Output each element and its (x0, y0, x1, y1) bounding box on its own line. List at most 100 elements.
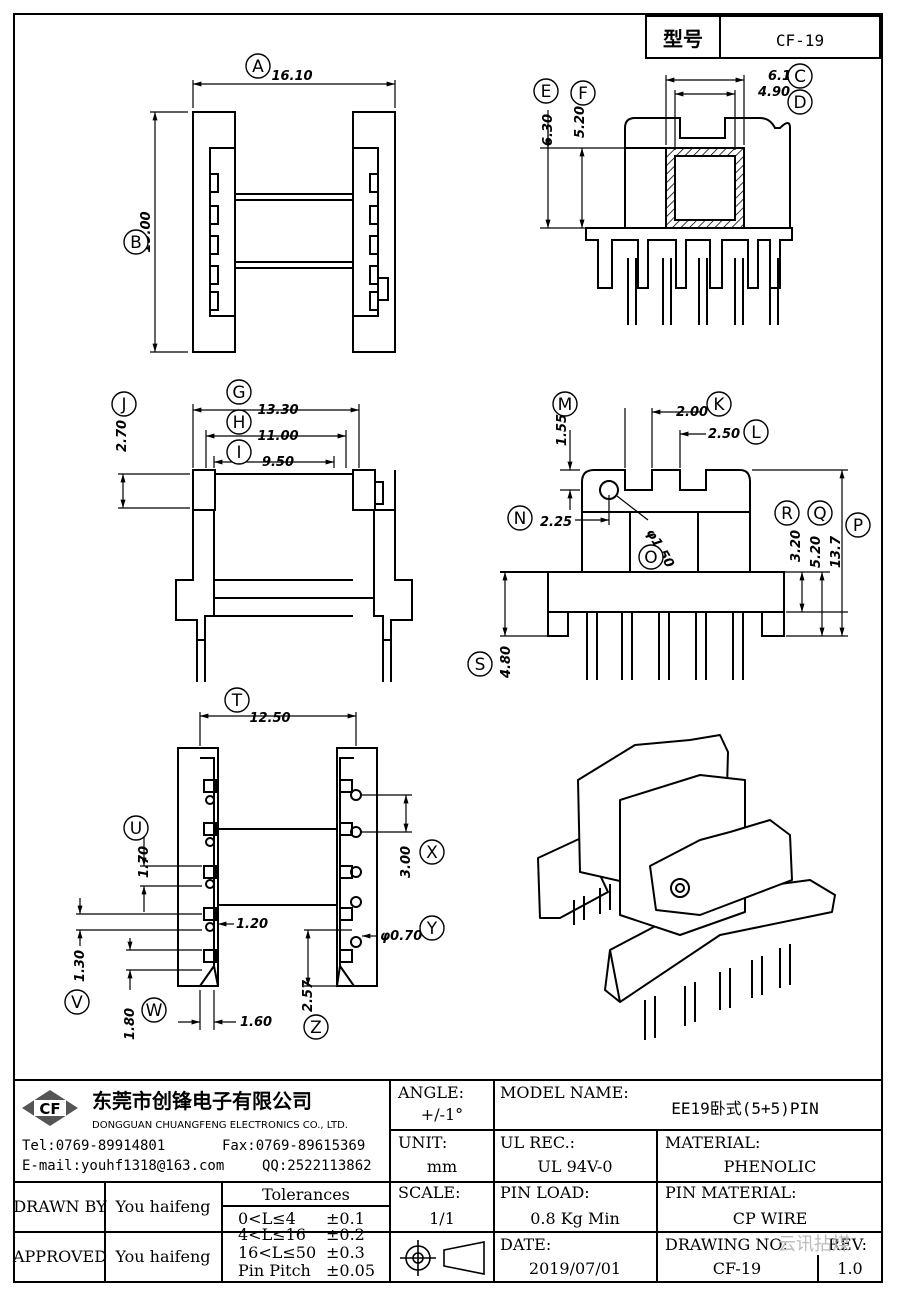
model-value: CF-19 (776, 31, 824, 50)
dims-bottom (76, 712, 412, 1030)
bubble-H: H (226, 409, 252, 435)
tol-range-2: 16<L≤50 (238, 1243, 316, 1262)
pin-material-value: CP WIRE (733, 1209, 808, 1228)
approved-label: APPROVED (12, 1247, 107, 1266)
unit-value: mm (427, 1157, 457, 1176)
tol-value-3: ±0.05 (326, 1261, 375, 1280)
svg-text:D: D (793, 93, 806, 113)
bubble-U: U (123, 815, 149, 841)
tol-value-1: ±0.2 (326, 1225, 365, 1244)
angle-label: ANGLE: (397, 1083, 464, 1102)
dim-X-value: 3.00 (399, 846, 414, 878)
svg-text:A: A (252, 57, 264, 77)
svg-text:N: N (514, 509, 527, 529)
drawn-by-label: DRAWN BY (13, 1197, 107, 1216)
dim-Y-value: φ0.70 (380, 929, 422, 944)
pin-material-label: PIN MATERIAL: (665, 1183, 797, 1202)
tol-value-2: ±0.3 (326, 1243, 365, 1262)
svg-text:H: H (233, 413, 246, 433)
bubble-R: R (774, 500, 800, 526)
dim-T-value: 12.50 (249, 711, 290, 726)
dim-W-value: 1.80 (123, 1008, 138, 1040)
bubble-J: J (111, 391, 137, 417)
dim-N-value: 2.25 (540, 515, 572, 530)
dim-pitch-value: 1.60 (240, 1015, 272, 1030)
view-front-mid (175, 469, 413, 682)
svg-text:B: B (130, 233, 142, 253)
dim-E-value: 6.30 (541, 114, 556, 146)
material-label: MATERIAL: (665, 1133, 760, 1152)
bubble-M: M (552, 391, 578, 417)
dim-J-value: 2.70 (115, 420, 130, 452)
header-model-box: 型号 CF-19 (645, 15, 881, 59)
dim-V-value: 1.30 (73, 950, 88, 982)
angle-value: +/-1° (421, 1105, 463, 1124)
tolerances-label: Tolerances (262, 1185, 350, 1204)
dim-K-value: 2.00 (676, 405, 708, 420)
dim-D-value: 4.90 (757, 85, 790, 100)
svg-text:T: T (231, 691, 243, 711)
dim-Q-value: 5.20 (809, 536, 824, 568)
ul-value: UL 94V-0 (537, 1157, 612, 1176)
svg-text:S: S (475, 655, 486, 675)
svg-text:I: I (236, 443, 241, 463)
company-email: E-mail:youhf1318@163.com (22, 1158, 224, 1174)
scale-label: SCALE: (398, 1183, 460, 1202)
unit-label: UNIT: (398, 1133, 447, 1152)
bubble-Y: Y (419, 915, 445, 941)
view-bottom (177, 747, 378, 987)
svg-text:J: J (120, 395, 126, 415)
dims-side-top (540, 75, 745, 229)
pin-load-label: PIN LOAD: (500, 1183, 590, 1202)
dims-front-mid (118, 404, 360, 509)
svg-text:W: W (146, 1001, 163, 1021)
model-name-label: MODEL NAME: (500, 1083, 629, 1102)
dim-I-value: 9.50 (262, 455, 294, 470)
svg-text:P: P (853, 516, 863, 536)
svg-text:U: U (130, 819, 142, 839)
scale-value: 1/1 (429, 1209, 455, 1228)
ul-label: UL REC.: (500, 1133, 575, 1152)
dims-side-mid (500, 408, 848, 637)
bubble-I: I (226, 439, 252, 465)
model-name-value: EE19卧式(5+5)PIN (671, 1099, 819, 1118)
svg-text:R: R (781, 504, 793, 524)
model-label: 型号 (663, 27, 703, 51)
company-qq: QQ:2522113862 (262, 1158, 372, 1174)
dim-F-value: 5.20 (573, 106, 588, 138)
dim-G-value: 13.30 (257, 403, 298, 418)
bubble-T: T (224, 687, 250, 713)
bubble-K: K (706, 391, 732, 417)
dim-pin-width-value: 1.20 (236, 917, 268, 932)
tol-range-3: Pin Pitch (238, 1261, 311, 1280)
svg-text:F: F (578, 84, 588, 104)
title-block-lines (14, 1079, 882, 1282)
projection-symbol-icon (400, 1240, 485, 1276)
bubble-O: O (638, 544, 664, 570)
dim-M-value: 1.55 (555, 414, 570, 446)
pin-load-value: 0.8 Kg Min (530, 1209, 620, 1228)
logo-text: CF (39, 1100, 60, 1118)
view-side-mid (500, 469, 785, 680)
tol-value-0: ±0.1 (326, 1209, 365, 1228)
approved-value: You haifeng (114, 1247, 210, 1266)
view-front-top (192, 111, 396, 353)
tol-range-0: 0<L≤4 (238, 1209, 296, 1228)
svg-text:Q: Q (813, 504, 826, 524)
rev-value: 1.0 (837, 1259, 862, 1278)
dim-U-value: 1.70 (137, 846, 152, 878)
dim-R-value: 3.20 (789, 530, 804, 562)
company-fax: Fax:0769-89615369 (222, 1138, 365, 1154)
dims-front-top (150, 80, 396, 353)
drawn-by-value: You haifeng (114, 1197, 210, 1216)
svg-text:G: G (232, 383, 245, 403)
date-value: 2019/07/01 (529, 1259, 621, 1278)
tol-range-1: 4<L≤16 (238, 1225, 306, 1244)
bubble-E: E (533, 78, 559, 104)
svg-text:Z: Z (310, 1018, 322, 1038)
bubble-G: G (226, 379, 252, 405)
rev-label: REV: (828, 1235, 867, 1254)
dim-A-value: 16.10 (271, 69, 312, 84)
